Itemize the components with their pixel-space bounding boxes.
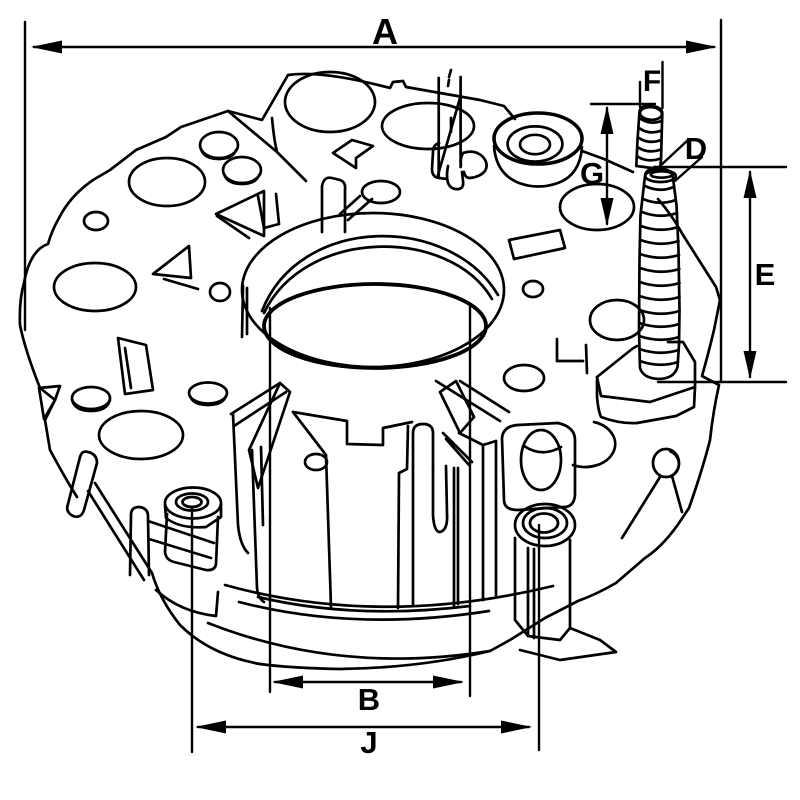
svg-text:B: B (358, 682, 380, 717)
svg-text:F: F (643, 65, 661, 98)
svg-text:G: G (580, 156, 604, 191)
svg-text:E: E (755, 257, 776, 292)
svg-text:J: J (360, 725, 377, 760)
svg-text:D: D (685, 131, 707, 166)
svg-text:A: A (372, 11, 398, 52)
